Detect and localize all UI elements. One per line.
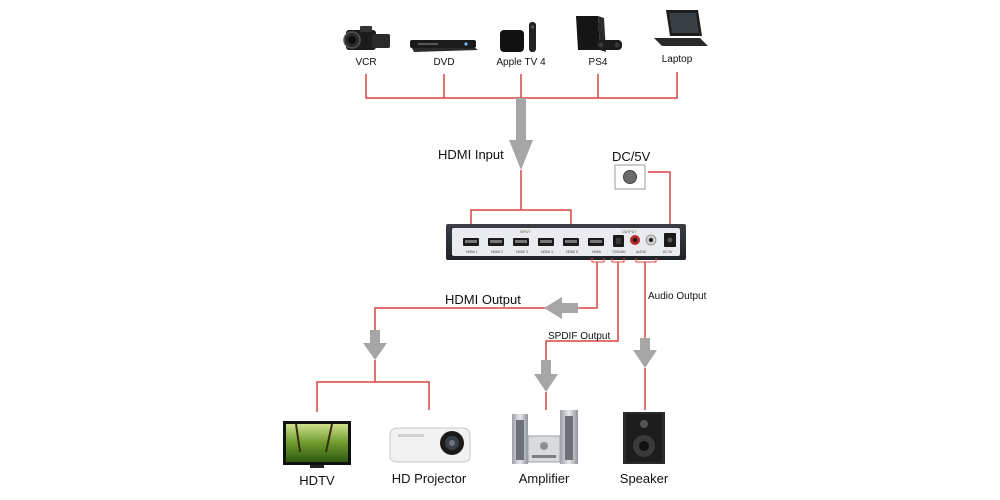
- dc-adapter-icon: [614, 164, 646, 190]
- hdmi-port-2: [488, 238, 504, 246]
- output-header: OUTPUT: [622, 230, 637, 234]
- out-port-label: HDMI: [592, 250, 601, 254]
- dc-jack-icon: [664, 233, 676, 247]
- amplifier-icon: [512, 410, 578, 464]
- source-bus-wires: [365, 72, 678, 99]
- output-label-projector: HD Projector: [392, 471, 467, 486]
- spdif-port-label: TOSLINK: [612, 250, 626, 254]
- hdmi-output-arrow: [544, 297, 578, 319]
- source-label-dvd: DVD: [433, 57, 454, 68]
- dc-port-label: DC 5V: [663, 250, 673, 254]
- port-label-3: HDMI 3: [516, 250, 528, 254]
- audio-port-label: AUDIO: [636, 250, 647, 254]
- dc-power-label: DC/5V: [612, 149, 651, 164]
- camcorder-icon: [343, 26, 390, 50]
- hdmi-out-port: [588, 238, 604, 246]
- tv-icon: [283, 421, 351, 468]
- source-label-apple-tv: Apple TV 4: [496, 57, 546, 68]
- apple-tv-icon: [500, 22, 536, 52]
- hdmi-port-1: [463, 238, 479, 246]
- speaker-icon: [623, 412, 665, 464]
- port-label-2: HDMI 2: [491, 250, 503, 254]
- spdif-output-label: SPDIF Output: [548, 331, 610, 342]
- spdif-output-arrow: [534, 360, 558, 392]
- source-label-ps4: PS4: [589, 57, 608, 68]
- spdif-output-wire: [545, 262, 619, 360]
- hdmi-input-label: HDMI Input: [438, 147, 504, 162]
- port-label-4: HDMI 4: [541, 250, 553, 254]
- input-header: INPUT: [520, 230, 531, 234]
- port-label-5: HDMI 5: [566, 250, 578, 254]
- output-label-amplifier: Amplifier: [519, 471, 570, 486]
- spdif-port: [613, 235, 624, 247]
- dvd-player-icon: [410, 40, 478, 52]
- hdmi-input-arrow: [509, 98, 533, 170]
- audio-output-arrow: [633, 338, 657, 368]
- output-label-speaker: Speaker: [620, 471, 669, 486]
- port-label-1: HDMI 1: [466, 250, 478, 254]
- source-label-vcr: VCR: [355, 57, 376, 68]
- projector-icon: [389, 427, 471, 463]
- hdmi-output-wire: [374, 262, 598, 330]
- audio-output-label: Audio Output: [648, 291, 707, 302]
- laptop-icon: [654, 10, 708, 46]
- hdmi-switcher-panel: INPUT OUTPUT HDMI 1 HDMI 2 HDMI 3 HDMI 4…: [446, 224, 686, 263]
- dc-power-wire: [648, 171, 671, 232]
- hdmi-output-label: HDMI Output: [445, 292, 521, 307]
- hdmi-port-5: [563, 238, 579, 246]
- ps4-console-icon: [576, 16, 622, 52]
- display-split-wire: [316, 360, 430, 412]
- output-label-hdtv: HDTV: [299, 473, 335, 488]
- hdmi-port-3: [513, 238, 529, 246]
- input-bracket-wire: [470, 180, 572, 225]
- source-label-laptop: Laptop: [662, 54, 693, 65]
- display-split-arrow: [363, 330, 387, 360]
- hdmi-port-4: [538, 238, 554, 246]
- audio-jack-icon: [630, 234, 657, 246]
